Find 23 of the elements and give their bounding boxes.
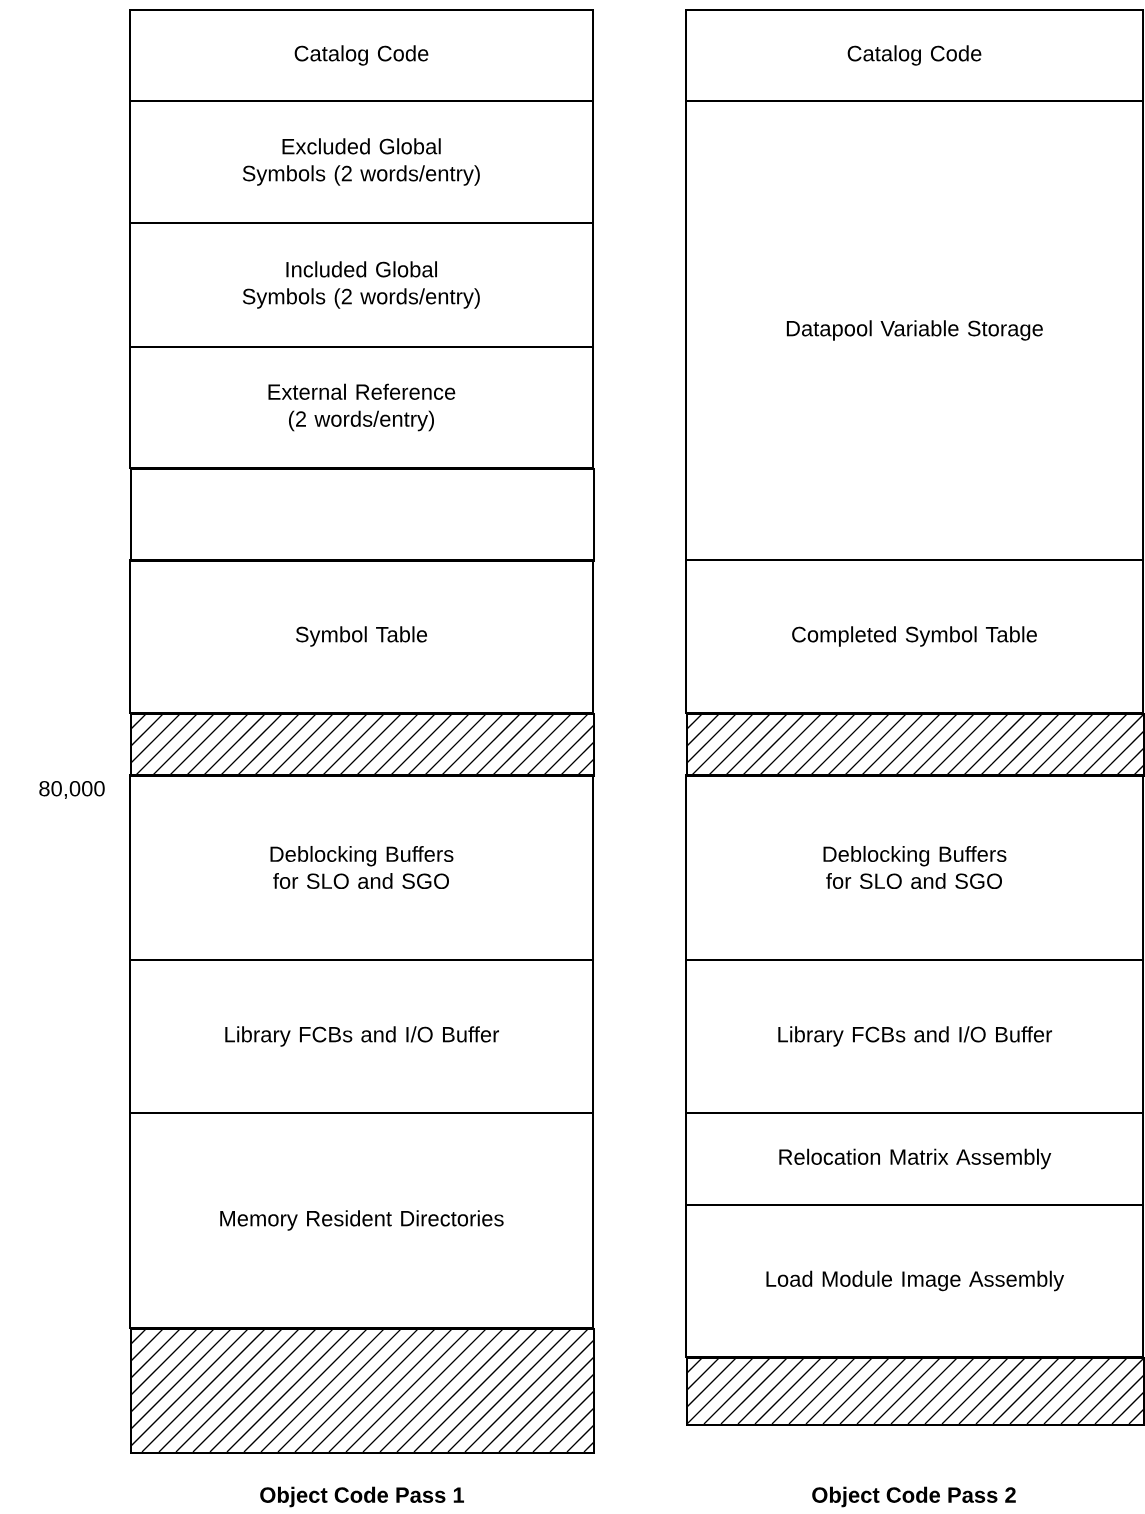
memory-segment: Library FCBs and I/O Buffer <box>129 959 594 1114</box>
memory-segment: Relocation Matrix Assembly <box>685 1112 1144 1206</box>
memory-segment: Load Module Image Assembly <box>685 1204 1144 1358</box>
column-caption: Object Code Pass 1 <box>260 1486 465 1508</box>
memory-segment: Memory Resident Directories <box>129 1112 594 1329</box>
memory-segment: Deblocking Buffers for SLO and SGO <box>685 774 1144 961</box>
memory-segment: External Reference (2 words/entry) <box>129 346 594 469</box>
memory-segment <box>130 468 595 562</box>
memory-segment: Catalog Code <box>685 9 1144 102</box>
hatched-segment <box>686 1357 1145 1426</box>
memory-segment: Included Global Symbols (2 words/entry) <box>129 222 594 348</box>
memory-segment: Symbol Table <box>129 559 594 714</box>
label-text: 80,000 <box>39 780 105 800</box>
memory-segment: Datapool Variable Storage <box>685 100 1144 561</box>
memory-segment: Completed Symbol Table <box>685 559 1144 714</box>
memory-segment: Deblocking Buffers for SLO and SGO <box>129 774 594 961</box>
hatched-segment <box>130 713 595 777</box>
memory-segment: Catalog Code <box>129 9 594 102</box>
memory-segment: Library FCBs and I/O Buffer <box>685 959 1144 1114</box>
hatched-segment <box>686 713 1145 777</box>
column-caption: Object Code Pass 2 <box>812 1486 1016 1508</box>
memory-segment: Excluded Global Symbols (2 words/entry) <box>129 100 594 224</box>
hatched-segment <box>130 1328 595 1454</box>
